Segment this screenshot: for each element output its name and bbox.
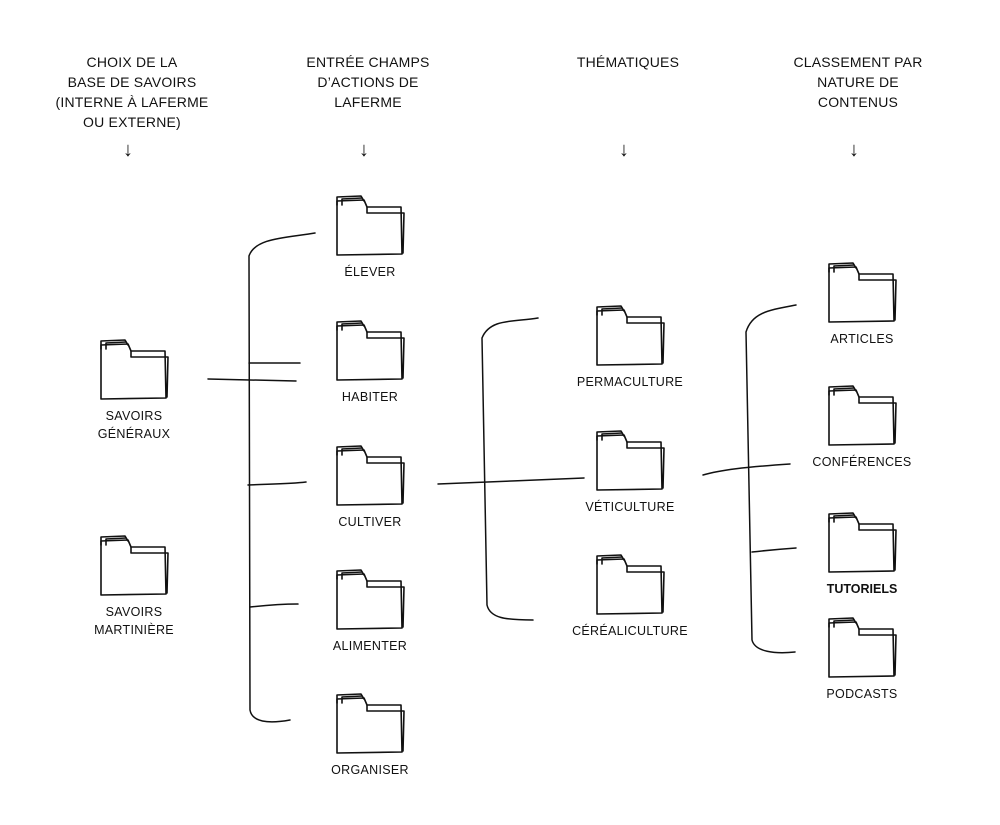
folder-label-line: CONFÉRENCES	[812, 455, 912, 469]
column-title-line: OU EXTERNE)	[83, 114, 181, 130]
folder-label-savoirs-martiniere[interactable]: SAVOIRS MARTINIÈRE	[44, 603, 224, 639]
folder-label-alimenter[interactable]: ALIMENTER	[280, 637, 460, 655]
folder-icon[interactable]	[334, 443, 406, 514]
column-title-thematiques: THÉMATIQUES	[518, 52, 738, 72]
tick-tutoriels	[751, 547, 797, 553]
folder-icon[interactable]	[594, 428, 666, 499]
bracket-thematiques	[481, 317, 539, 621]
folder-icon[interactable]	[98, 337, 170, 408]
bracket-champs	[248, 232, 316, 723]
column-title-champs: ENTRÉE CHAMPS D’ACTIONS DE LAFERME	[258, 52, 478, 112]
column-title-line: D’ACTIONS DE	[317, 74, 419, 90]
folder-label-elever[interactable]: ÉLEVER	[280, 263, 460, 281]
arrow-down-icon: ↓	[359, 139, 369, 161]
folder-icon[interactable]	[826, 615, 898, 686]
folder-label-organiser[interactable]: ORGANISER	[280, 761, 460, 779]
folder-label-line: ORGANISER	[331, 763, 409, 777]
column-title-base: CHOIX DE LA BASE DE SAVOIRS (INTERNE À LAF…	[22, 52, 242, 132]
connector-base-champs	[207, 378, 297, 382]
column-title-line: LAFERME	[334, 94, 402, 110]
column-title-line: NATURE DE	[817, 74, 899, 90]
tick-alimenter	[249, 603, 299, 608]
folder-label-savoirs-generaux[interactable]: SAVOIRS GÉNÉRAUX	[44, 407, 224, 443]
folder-label-line: TUTORIELS	[826, 582, 898, 596]
folder-label-conferences[interactable]: CONFÉRENCES	[772, 453, 952, 471]
folder-label-veticulture[interactable]: VÉTICULTURE	[540, 498, 720, 516]
column-title-line: THÉMATIQUES	[576, 54, 680, 70]
arrow-down-icon: ↓	[123, 139, 133, 161]
folder-icon[interactable]	[334, 567, 406, 638]
folder-label-tutoriels[interactable]: TUTORIELS	[772, 580, 952, 598]
folder-icon[interactable]	[334, 193, 406, 264]
folder-icon[interactable]	[334, 691, 406, 762]
folder-label-line: ÉLEVER	[344, 265, 396, 279]
folder-label-line: GÉNÉRAUX	[97, 427, 171, 441]
folder-label-podcasts[interactable]: PODCASTS	[772, 685, 952, 703]
column-title-nature: CLASSEMENT PAR NATURE DE CONTENUS	[748, 52, 968, 112]
column-title-line: ENTRÉE CHAMPS	[306, 54, 430, 70]
column-title-line: (INTERNE À LAFERME	[55, 94, 209, 110]
column-title-line: CLASSEMENT PAR	[793, 54, 923, 70]
folder-icon[interactable]	[594, 552, 666, 623]
folder-label-line: MARTINIÈRE	[94, 623, 174, 637]
folder-icon[interactable]	[826, 510, 898, 581]
folder-label-permaculture[interactable]: PERMACULTURE	[540, 373, 720, 391]
connector-champs-thematiques	[437, 477, 585, 485]
folder-label-habiter[interactable]: HABITER	[280, 388, 460, 406]
folder-label-line: ARTICLES	[830, 332, 894, 346]
arrow-down-icon: ↓	[849, 139, 859, 161]
folder-label-line: PODCASTS	[826, 687, 898, 701]
folder-label-line: SAVOIRS	[105, 605, 163, 619]
connector-thematiques-nature	[702, 463, 791, 476]
folder-label-cultiver[interactable]: CULTIVER	[280, 513, 460, 531]
folder-label-articles[interactable]: ARTICLES	[772, 330, 952, 348]
folder-icon[interactable]	[826, 383, 898, 454]
bracket-nature	[745, 304, 797, 654]
folder-icon[interactable]	[98, 533, 170, 604]
arrow-down-icon: ↓	[619, 139, 629, 161]
folder-label-line: HABITER	[341, 390, 399, 404]
folder-label-cerealiculture[interactable]: CÉRÉALICULTURE	[540, 622, 720, 640]
folder-label-line: ALIMENTER	[332, 639, 408, 653]
folder-icon[interactable]	[334, 318, 406, 389]
folder-label-line: CULTIVER	[338, 515, 402, 529]
folder-icon[interactable]	[826, 260, 898, 331]
folder-icon[interactable]	[594, 303, 666, 374]
column-title-line: BASE DE SAVOIRS	[67, 74, 197, 90]
folder-label-line: VÉTICULTURE	[585, 500, 675, 514]
tick-cultiver	[247, 481, 307, 486]
column-title-line: CONTENUS	[817, 94, 899, 110]
folder-label-line: PERMACULTURE	[576, 375, 684, 389]
column-title-line: CHOIX DE LA	[86, 54, 178, 70]
folder-label-line: CÉRÉALICULTURE	[572, 624, 688, 638]
folder-label-line: SAVOIRS	[105, 409, 163, 423]
